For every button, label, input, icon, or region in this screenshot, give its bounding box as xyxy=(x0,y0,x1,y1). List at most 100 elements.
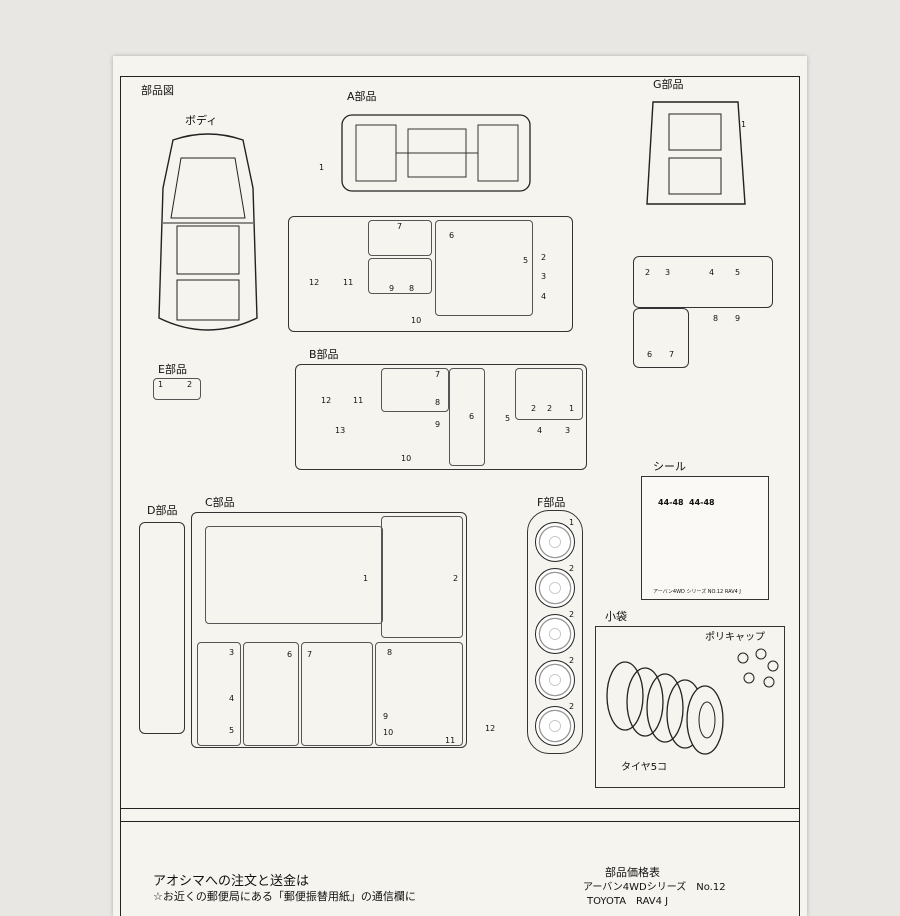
tires-drawing xyxy=(606,661,724,755)
c-part-number: 5 xyxy=(229,726,235,735)
c-part-number: 8 xyxy=(387,648,393,657)
c-part-number: 1 xyxy=(363,574,369,583)
wheel xyxy=(535,706,575,746)
b-part-number: 10 xyxy=(401,454,412,463)
b-part-slot xyxy=(381,368,449,412)
a-part-slot xyxy=(368,258,432,294)
g-part-number: 1 xyxy=(741,120,747,129)
c-part-number: 10 xyxy=(383,728,394,737)
e-part-number: 1 xyxy=(158,380,164,389)
a-part-number: 2 xyxy=(541,253,547,262)
a-part-number: 1 xyxy=(319,163,325,172)
b-part-number: 2 xyxy=(531,404,537,413)
b-part-number: 2 xyxy=(547,404,553,413)
chassis-drawing xyxy=(341,114,531,192)
e-part-number: 2 xyxy=(187,380,193,389)
wheel xyxy=(535,660,575,700)
seal-caption: アーバン4WD シリーズ NO.12 RAV4 J xyxy=(653,589,741,595)
b-part-number: 3 xyxy=(565,426,571,435)
wheel xyxy=(535,614,575,654)
g-parts-runner-lower xyxy=(633,308,689,368)
a-part-number: 5 xyxy=(523,256,529,265)
c-part-number: 12 xyxy=(485,724,496,733)
g-part-number: 2 xyxy=(645,268,651,277)
f-part-number: 2 xyxy=(569,656,575,665)
b-part-number: 4 xyxy=(537,426,543,435)
seal-sheet xyxy=(641,476,769,600)
f-parts-label: F部品 xyxy=(537,496,566,509)
seal-label: シール xyxy=(653,460,686,473)
small-bag-frame xyxy=(595,626,785,788)
g-part-number: 8 xyxy=(713,314,719,323)
c-part-number: 9 xyxy=(383,712,389,721)
c-part-slot xyxy=(381,516,463,638)
a-part-slot xyxy=(435,220,533,316)
b-part-number: 1 xyxy=(569,404,575,413)
parts-diagram-frame xyxy=(120,76,800,822)
c-part-number: 2 xyxy=(453,574,459,583)
a-part-number: 12 xyxy=(309,278,320,287)
a-part-number: 8 xyxy=(409,284,415,293)
f-part-number: 2 xyxy=(569,610,575,619)
c-part-number: 11 xyxy=(445,736,456,745)
b-part-number: 7 xyxy=(435,370,441,379)
a-parts-runner xyxy=(288,216,573,332)
a-part-slot xyxy=(368,220,432,256)
c-part-slot xyxy=(375,642,463,746)
f-part-number: 1 xyxy=(569,518,575,527)
b-part-number: 9 xyxy=(435,420,441,429)
g-parts-runner xyxy=(633,256,773,308)
a-part-number: 10 xyxy=(411,316,422,325)
g-part-number: 3 xyxy=(665,268,671,277)
a-part-number: 4 xyxy=(541,292,547,301)
c-part-number: 7 xyxy=(307,650,313,659)
c-parts-label: C部品 xyxy=(205,496,235,509)
instruction-sheet: 部品図 ボディ E部品 1 2 A部品 1 7 12 11 9 8 6 5 2 … xyxy=(113,56,807,916)
roof-drawing xyxy=(646,101,746,205)
a-parts-label: A部品 xyxy=(347,90,377,103)
poly-cap-drawing xyxy=(737,648,779,688)
a-part-number: 6 xyxy=(449,231,455,240)
b-part-number: 12 xyxy=(321,396,332,405)
b-part-number: 5 xyxy=(505,414,511,423)
b-part-number: 8 xyxy=(435,398,441,407)
b-part-number: 13 xyxy=(335,426,346,435)
order-title: アオシマへの注文と送金は xyxy=(153,874,310,889)
seal-plate-right: 44-48 xyxy=(689,498,715,507)
g-parts-label: G部品 xyxy=(653,78,684,91)
g-part-number: 5 xyxy=(735,268,741,277)
a-part-number: 11 xyxy=(343,278,354,287)
a-part-number: 9 xyxy=(389,284,395,293)
small-bag-label: 小袋 xyxy=(605,610,627,623)
seal-plate-left: 44-48 xyxy=(658,498,684,507)
parts-diagram-title: 部品図 xyxy=(141,84,174,97)
b-part-number: 6 xyxy=(469,412,475,421)
c-part-number: 3 xyxy=(229,648,235,657)
order-line: ☆お近くの郵便局にある「郵便振替用紙」の通信欄に xyxy=(153,890,416,903)
b-parts-runner xyxy=(295,364,587,470)
c-part-number: 6 xyxy=(287,650,293,659)
poly-cap-label: ポリキャップ xyxy=(705,632,765,643)
e-parts-label: E部品 xyxy=(158,363,187,376)
e-parts-frame xyxy=(153,378,201,400)
g-part-number: 6 xyxy=(647,350,653,359)
g-part-number: 7 xyxy=(669,350,675,359)
f-part-number: 2 xyxy=(569,702,575,711)
b-part-slot xyxy=(449,368,485,466)
wheel xyxy=(535,568,575,608)
c-part-number: 4 xyxy=(229,694,235,703)
c-part-slot xyxy=(243,642,299,746)
c-part-slot xyxy=(197,642,241,746)
order-price-frame xyxy=(120,808,800,916)
car-body-drawing xyxy=(158,133,258,331)
f-part-number: 2 xyxy=(569,564,575,573)
a-part-number: 7 xyxy=(397,222,403,231)
c-part-slot xyxy=(205,526,383,624)
price-series: アーバン4WDシリーズ No.12 xyxy=(583,882,726,893)
b-parts-label: B部品 xyxy=(309,348,339,361)
b-part-number: 11 xyxy=(353,396,364,405)
c-parts-runner xyxy=(191,512,467,748)
tires-label: タイヤ5コ xyxy=(621,762,668,773)
body-label: ボディ xyxy=(185,114,218,127)
price-table-title: 部品価格表 xyxy=(605,866,660,879)
